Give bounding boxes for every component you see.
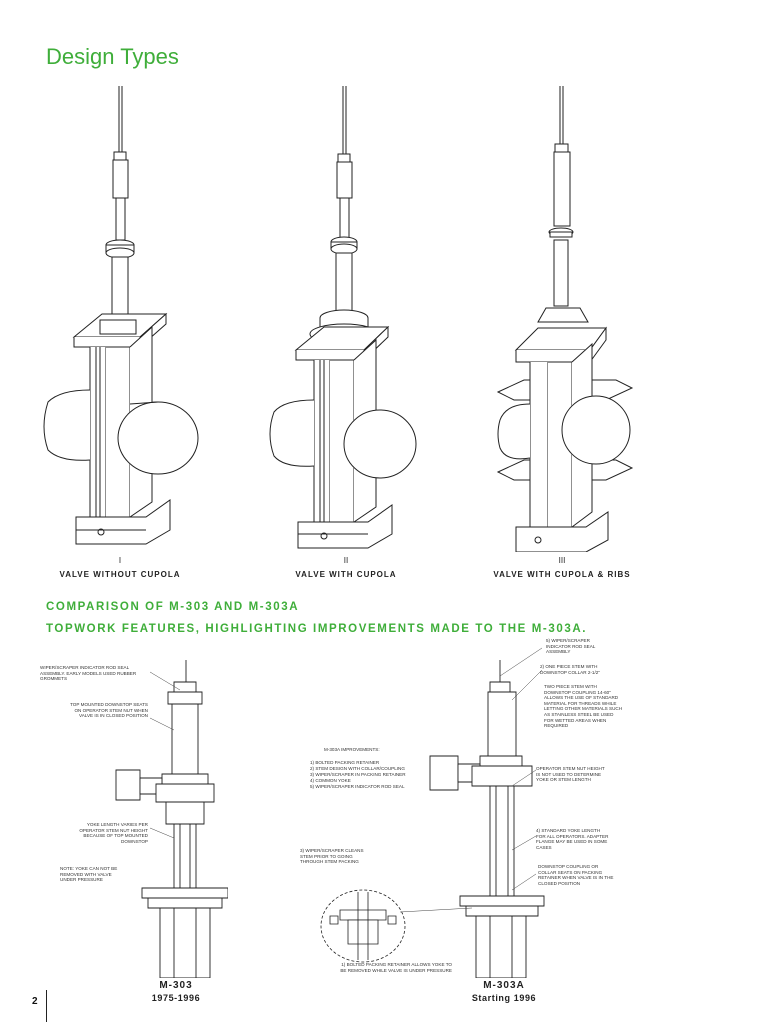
m303a-improvement-4: 4) COMMON YOKE	[310, 778, 351, 783]
m303a-caption: M-303A Starting 1996	[454, 980, 554, 1003]
m303-note-yoke: YOKE LENGTH VARIES PER OPERATOR STEM NUT…	[79, 822, 148, 844]
m303a-name: M-303A	[483, 980, 525, 991]
valve-3-numeral: III	[558, 556, 566, 565]
m303-years: 1975-1996	[151, 993, 201, 1003]
m303a-note-2b: TWO PIECE STEM WITH DOWNSTOP COUPLING 14…	[544, 684, 623, 729]
page-divider	[46, 990, 47, 1022]
m303a-note-5: 5) WIPER/SCRAPER INDICATOR ROD SEAL ASSE…	[546, 638, 596, 655]
page-number: 2	[32, 996, 38, 1007]
m303a-note-2: 2) ONE PIECE STEM WITH DOWNSTOP COLLAR 2…	[540, 664, 600, 675]
valve-3-label: VALVE WITH CUPOLA & RIBS	[493, 570, 631, 579]
valve-with-cupola-drawing	[268, 82, 433, 552]
m303-note-downstop: TOP MOUNTED DOWNSTOP SEATS ON OPERATOR S…	[70, 702, 148, 719]
valve-without-cupola-drawing	[40, 82, 205, 552]
valve-with-cupola-and-ribs-drawing	[494, 82, 644, 552]
m303a-note-4: 4) STANDARD YOKE LENGTH FOR ALL OPERATOR…	[536, 828, 609, 850]
m303a-improvement-5: 5) WIPER/SCRAPER INDICATOR ROD SEAL	[310, 784, 405, 789]
m303-topwork-drawing	[108, 660, 228, 978]
m303a-improvements-title: M-303A IMPROVEMENTS:	[324, 747, 380, 752]
valve-1-label: VALVE WITHOUT CUPOLA	[59, 570, 181, 579]
m303a-improvement-1: 1) BOLTED PACKING RETAINER	[310, 760, 380, 765]
comparison-heading: COMPARISON OF M-303 AND M-303A	[46, 601, 300, 613]
m303a-improvement-2: 2) STEM DESIGN WITH COLLAR/COUPLING	[310, 766, 405, 771]
m303a-topwork-drawing	[416, 660, 546, 978]
page-title: Design Types	[46, 44, 179, 69]
m303a-improvement-3: 3) WIPER/SCRAPER IN PACKING RETAINER	[310, 772, 406, 777]
m303a-years: Starting 1996	[471, 993, 537, 1003]
valve-2-label: VALVE WITH CUPOLA	[295, 570, 397, 579]
m303a-note-3: 3) WIPER/SCRAPER CLEANS STEM PRIOR TO GO…	[300, 848, 364, 865]
m303a-note-1: 1) BOLTED PACKING RETAINER ALLOWS YOKE T…	[340, 962, 452, 973]
m303-caption: M-303 1975-1996	[130, 980, 222, 1003]
topwork-heading: TOPWORK FEATURES, HIGHLIGHTING IMPROVEME…	[46, 623, 588, 635]
m303-note-wiper: WIPER/SCRAPER INDICATOR ROD SEAL ASSEMBL…	[40, 665, 137, 682]
m303-leader-lines	[100, 660, 220, 890]
m303-note-yoke-removal: NOTE: YOKE CAN NOT BE REMOVED with VALVE…	[60, 866, 118, 883]
m303a-note-operator: OPERATOR STEM NUT HEIGHT IS NOT USED TO …	[536, 766, 605, 783]
m303a-note-downstop: DOWNSTOP COUPLING OR COLLAR SEATS ON PAC…	[538, 864, 614, 886]
m303a-leader-lines	[400, 640, 560, 940]
m303-name: M-303	[159, 980, 193, 991]
valve-2-numeral: II	[343, 556, 349, 565]
m303a-packing-detail	[318, 886, 408, 966]
valve-1-numeral: I	[118, 556, 122, 565]
